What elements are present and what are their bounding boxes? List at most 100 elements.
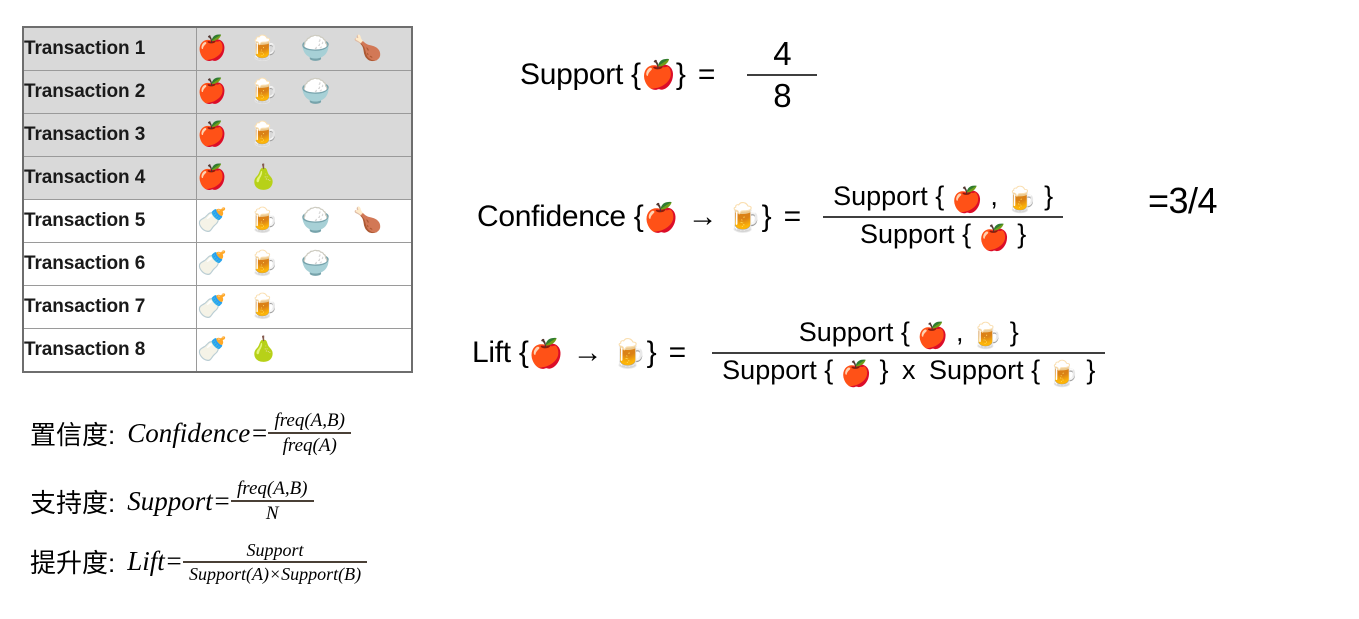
apple-icon: 🍎: [641, 59, 676, 91]
apple-icon: 🍎: [951, 186, 983, 214]
definition-support-equals: =: [212, 485, 231, 516]
transaction-items: 🍼🍺🍚: [196, 242, 413, 286]
apple-icon: 🍎: [840, 360, 872, 388]
table-row: Transaction 3🍎 🍺: [22, 113, 413, 157]
pear-icon: 🍐: [248, 336, 279, 363]
definition-support-denominator: N: [265, 502, 279, 524]
lift-den-close-brace-a: }: [879, 355, 889, 385]
beer-icon: 🍺: [248, 121, 279, 148]
support-formula: Support { 🍎 } = 4 8: [520, 35, 818, 114]
lift-num-comma: ,: [956, 317, 964, 347]
transactions-table: Transaction 1🍎🍺🍚🍗Transaction 2🍎🍺🍚Transac…: [22, 26, 413, 373]
apple-icon: 🍎: [643, 201, 679, 233]
support-fraction: 4 8: [747, 35, 818, 114]
lift-den-open-brace-a: {: [824, 355, 834, 385]
definition-lift-fraction-bar: [183, 561, 368, 563]
support-denominator: 8: [773, 76, 792, 114]
confidence-num-comma: ,: [990, 181, 998, 211]
definition-support-label: 支持度:: [30, 487, 116, 518]
confidence-den-close-brace: }: [1017, 219, 1027, 249]
definition-lift-denominator: Support(A)×Support(B): [189, 563, 362, 584]
apple-icon: 🍎: [197, 164, 227, 191]
transaction-items: 🍼 🍺 🍚 🍗: [196, 199, 413, 243]
confidence-num-close-brace: }: [1044, 181, 1054, 211]
confidence-numerator: Support { 🍎 , 🍺 }: [823, 181, 1063, 216]
beer-icon: 🍺: [248, 207, 279, 234]
transaction-items: 🍎🍺🍚: [196, 70, 413, 114]
confidence-fraction-bar: [823, 216, 1064, 218]
rice-icon: 🍚: [300, 207, 331, 234]
transaction-label: Transaction 7: [22, 285, 197, 329]
definition-confidence: 置信度: Confidence = freq(A,B) freq(A): [30, 410, 351, 456]
poultry-icon: 🍗: [352, 35, 383, 62]
confidence-num-open-brace: {: [935, 181, 945, 211]
definition-confidence-numerator: freq(A,B): [274, 410, 345, 431]
support-numerator: 4: [773, 35, 792, 72]
lift-numerator: Support { 🍎 , 🍺 }: [789, 317, 1029, 352]
definition-confidence-fraction: freq(A,B) freq(A): [268, 410, 351, 456]
transaction-label: Transaction 3: [22, 113, 197, 157]
lift-fraction: Support { 🍎 , 🍺 } Support { 🍎 } x Suppor…: [712, 317, 1106, 388]
transaction-items: 🍎🍐: [196, 156, 413, 200]
confidence-fraction: Support { 🍎 , 🍺 } Support { 🍎 }: [823, 181, 1064, 252]
apple-icon: 🍎: [528, 337, 564, 369]
beer-icon: 🍺: [248, 35, 279, 62]
transaction-label: Transaction 8: [22, 328, 197, 373]
bottle-icon: 🍼: [197, 336, 227, 363]
definition-confidence-fraction-bar: [268, 432, 351, 434]
right-arrow-icon: →: [687, 200, 718, 233]
lift-den-times-sign: x: [902, 355, 916, 385]
transaction-label: Transaction 4: [22, 156, 197, 200]
definition-support-fraction: freq(A,B) N: [230, 478, 314, 524]
support-open-brace: {: [630, 57, 642, 91]
support-fraction-bar: [747, 73, 818, 76]
transaction-label: Transaction 2: [22, 70, 197, 114]
table-row: Transaction 8🍼 🍐: [22, 328, 413, 373]
transactions-table-body: Transaction 1🍎🍺🍚🍗Transaction 2🍎🍺🍚Transac…: [22, 26, 413, 373]
beer-icon: 🍺: [611, 337, 647, 369]
beer-icon: 🍺: [248, 293, 279, 320]
lift-num-close-brace: }: [1009, 317, 1019, 347]
confidence-open-brace: {: [633, 200, 644, 233]
rice-icon: 🍚: [300, 35, 331, 62]
apple-icon: 🍎: [197, 121, 227, 148]
transaction-label: Transaction 6: [22, 242, 197, 286]
lift-den-word-a: Support: [722, 355, 817, 385]
definition-confidence-denominator: freq(A): [282, 434, 337, 456]
support-formula-word: Support: [520, 57, 623, 91]
table-row: Transaction 5🍼 🍺 🍚 🍗: [22, 199, 413, 243]
definition-support-term: Support: [127, 485, 213, 516]
definition-lift-equals: =: [164, 546, 183, 577]
lift-den-word-b: Support: [929, 355, 1024, 385]
table-row: Transaction 4🍎🍐: [22, 156, 413, 200]
lift-num-open-brace: {: [900, 317, 910, 347]
transaction-label: Transaction 1: [22, 26, 197, 71]
definition-lift: 提升度: Lift = Support Support(A)×Support(B…: [30, 540, 368, 584]
rice-icon: 🍚: [300, 250, 331, 277]
confidence-den-open-brace: {: [962, 219, 972, 249]
lift-denominator: Support { 🍎 } x Support { 🍺 }: [712, 354, 1105, 388]
definition-support-numerator: freq(A,B): [236, 478, 308, 499]
lift-formula: Lift { 🍎 → 🍺 } = Support { 🍎 , 🍺 } Suppo…: [472, 317, 1106, 388]
confidence-result: =3/4: [1148, 180, 1218, 221]
table-row: Transaction 2🍎🍺🍚: [22, 70, 413, 114]
lift-formula-word: Lift: [472, 336, 511, 369]
definition-lift-label: 提升度:: [30, 548, 116, 579]
beer-icon: 🍺: [971, 322, 1003, 350]
lift-open-brace: {: [518, 336, 529, 369]
rice-icon: 🍚: [300, 78, 331, 105]
definition-confidence-term: Confidence: [127, 417, 251, 448]
transaction-items: 🍼🍺: [196, 285, 413, 329]
confidence-formula-word: Confidence: [477, 200, 626, 233]
lift-den-open-brace-b: {: [1031, 355, 1041, 385]
definition-confidence-label: 置信度:: [30, 419, 116, 450]
transaction-label: Transaction 5: [22, 199, 197, 243]
definition-lift-fraction: Support Support(A)×Support(B): [183, 540, 368, 584]
apple-icon: 🍎: [978, 224, 1010, 252]
beer-icon: 🍺: [1005, 186, 1037, 214]
poultry-icon: 🍗: [352, 207, 383, 234]
transaction-items: 🍎🍺🍚🍗: [196, 26, 413, 71]
definition-confidence-equals: =: [250, 417, 269, 448]
bottle-icon: 🍼: [197, 207, 227, 234]
support-equals-sign: =: [697, 57, 716, 91]
